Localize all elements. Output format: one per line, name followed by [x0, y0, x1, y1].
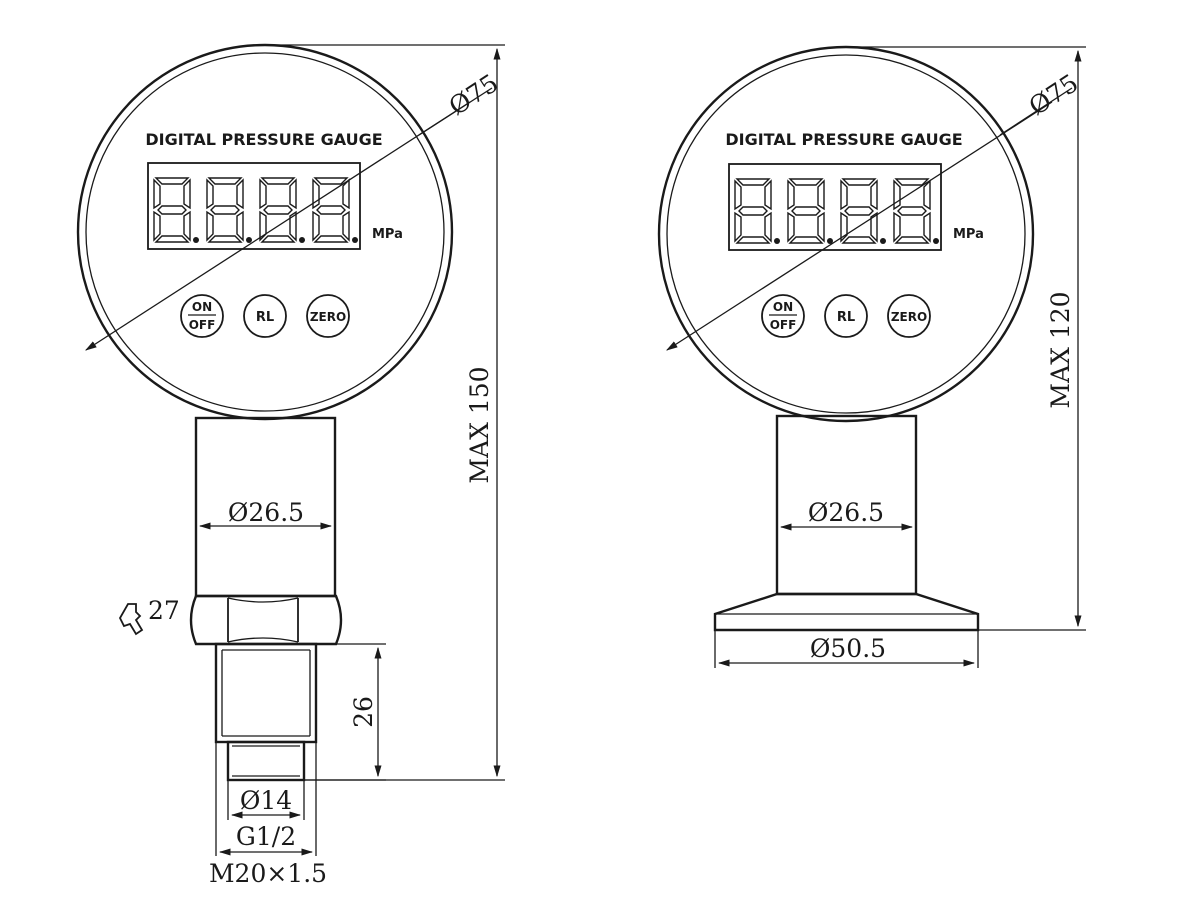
- tip-diameter-label: Ø14: [240, 786, 292, 815]
- on-off-button[interactable]: ON OFF: [180, 294, 224, 338]
- svg-text:ON: ON: [773, 300, 793, 314]
- face-diameter-leader: [666, 101, 1053, 351]
- thread-body: [214, 642, 318, 744]
- on-off-button[interactable]: ON OFF: [761, 294, 805, 338]
- zero-button[interactable]: ZERO: [306, 294, 350, 338]
- total-height-label: MAX 150: [465, 366, 494, 483]
- thread-m-label: M20×1.5: [209, 859, 327, 888]
- gauge-threaded: DIGITAL PRESSURE GAUGE MPa ON OFF RL ZER…: [76, 43, 505, 888]
- unit-label: MPa: [953, 227, 984, 242]
- stem-diameter-label: Ø26.5: [228, 498, 304, 527]
- svg-text:ZERO: ZERO: [891, 310, 927, 324]
- gauge-face-inner: [85, 52, 445, 412]
- rl-button[interactable]: RL: [824, 294, 868, 338]
- total-height-label: MAX 120: [1046, 291, 1075, 408]
- gauge-face-inner: [666, 54, 1026, 414]
- digital-display: [147, 162, 361, 250]
- wrench-size-label: 27: [148, 596, 180, 625]
- zero-button[interactable]: ZERO: [887, 294, 931, 338]
- stem-diameter-label: Ø26.5: [808, 498, 884, 527]
- hex-nut: [189, 594, 343, 646]
- gauge-flange: DIGITAL PRESSURE GAUGE MPa ON OFF RL ZER…: [657, 45, 1086, 668]
- svg-text:ZERO: ZERO: [310, 310, 346, 324]
- svg-text:OFF: OFF: [189, 318, 216, 332]
- flange-diameter-label: Ø50.5: [810, 634, 886, 663]
- rl-button[interactable]: RL: [243, 294, 287, 338]
- unit-label: MPa: [372, 227, 403, 242]
- face-diameter-leader: [85, 101, 471, 351]
- svg-text:RL: RL: [256, 310, 274, 325]
- wrench-icon: [118, 603, 144, 636]
- flange: [713, 592, 980, 632]
- svg-text:ON: ON: [192, 300, 212, 314]
- panel-title: DIGITAL PRESSURE GAUGE: [725, 130, 962, 149]
- thread-tip: [226, 740, 306, 782]
- digital-display: [728, 163, 942, 251]
- thread-length-label: 26: [349, 696, 378, 728]
- panel-title: DIGITAL PRESSURE GAUGE: [145, 130, 382, 149]
- thread-g-label: G1/2: [236, 822, 296, 851]
- svg-text:OFF: OFF: [770, 318, 797, 332]
- svg-text:RL: RL: [837, 310, 855, 325]
